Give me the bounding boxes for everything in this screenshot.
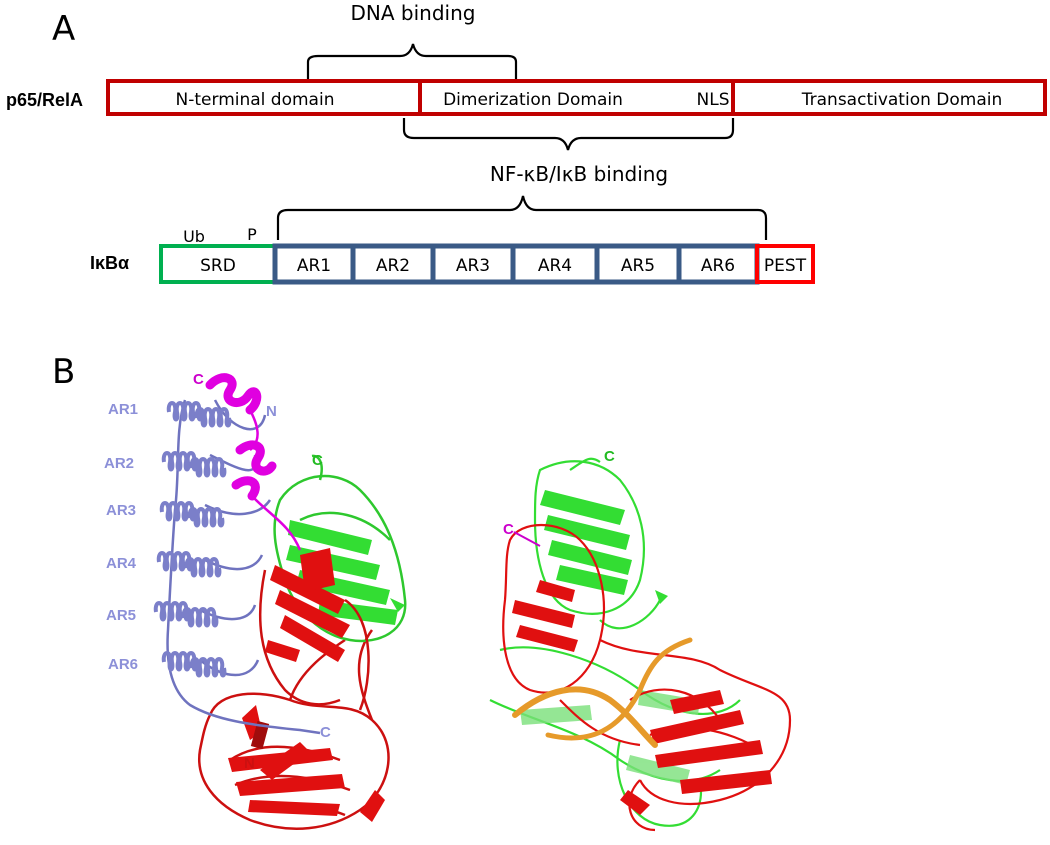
p65-ntd-label: N-terminal domain — [176, 90, 335, 110]
right-green-strands — [540, 490, 668, 604]
ar-label-6: AR6 — [108, 656, 138, 673]
dna-binding-label: DNA binding — [351, 1, 476, 25]
right-c-green-label: C — [604, 448, 615, 465]
ar-helix-6-2 — [189, 657, 227, 678]
nfkb-ikb-binding-label: NF-κB/IκB binding — [490, 162, 668, 186]
ikba-ar-helices — [153, 401, 232, 678]
p65-dna-complex-structure: C C — [489, 448, 792, 832]
ar-label-5: AR5 — [106, 607, 136, 624]
p65-transactivation-box — [731, 79, 1047, 116]
ar-helix-5-1 — [153, 601, 191, 622]
ar-box-label-2: AR2 — [376, 256, 410, 276]
ar-helix-2-2 — [189, 457, 227, 478]
ar-box-label-1: AR1 — [297, 256, 331, 276]
ankyrin-repeat-boxes: AR1 AR2 AR3 AR4 AR5 AR6 — [272, 243, 760, 285]
left-n-blue-label: N — [266, 403, 277, 420]
right-c-magenta-label: C — [503, 521, 514, 538]
pest-box — [755, 244, 815, 284]
pest-label: PEST — [764, 256, 807, 276]
panel-b-label: B — [52, 352, 75, 392]
ar-helix-2-1 — [161, 451, 199, 472]
ar-helix-3-1 — [159, 501, 197, 522]
ar-box-label-5: AR5 — [621, 256, 655, 276]
ar-helix-4-1 — [156, 551, 194, 572]
ar-label-1: AR1 — [108, 401, 138, 418]
nfkb-ikb-binding-upper-brace — [402, 118, 735, 151]
ub-label: Ub — [183, 227, 205, 246]
right-red-strands — [512, 580, 772, 815]
dna-backbone — [512, 637, 693, 748]
ar-label-2: AR2 — [104, 455, 134, 472]
p65-transactivation-label: Transactivation Domain — [801, 90, 1003, 110]
p65-dimerization-label: Dimerization Domain — [443, 90, 623, 110]
left-c-magenta-label: C — [193, 371, 204, 388]
ar-helix-5-2 — [181, 607, 219, 628]
p65-label: p65/RelA — [6, 90, 83, 110]
ikba-p65-complex-structure: AR1 AR2 AR3 AR4 AR5 AR6 C N C C N — [104, 371, 407, 830]
ikba-label: IκBα — [90, 253, 129, 273]
left-n-red-label: N — [244, 755, 255, 772]
ar-label-4: AR4 — [106, 555, 137, 572]
p65-ntd-strands — [228, 705, 385, 822]
panel-a-label: A — [52, 9, 75, 49]
ar-label-3: AR3 — [106, 502, 136, 519]
p65-red-beta-sandwich — [265, 548, 350, 662]
p65-nls-label: NLS — [697, 90, 730, 110]
ar-box-label-6: AR6 — [701, 256, 735, 276]
left-c-blue-label: C — [320, 724, 331, 741]
srd-label: SRD — [200, 256, 236, 276]
ar-box-label-3: AR3 — [456, 256, 490, 276]
ar-box-label-4: AR4 — [538, 256, 572, 276]
ikba-pest-helix — [205, 373, 277, 501]
left-c-green-label: C — [312, 452, 323, 469]
dna-binding-brace — [306, 43, 518, 80]
ar-helix-6-1 — [161, 651, 199, 672]
ar-helix-4-2 — [184, 557, 222, 578]
p-label: P — [247, 225, 257, 244]
ar-helix-3-2 — [187, 507, 225, 528]
ar-helix-1-1 — [166, 401, 204, 422]
ar-helix-1-2 — [194, 407, 232, 428]
nfkb-ikb-binding-lower-brace — [276, 195, 768, 240]
